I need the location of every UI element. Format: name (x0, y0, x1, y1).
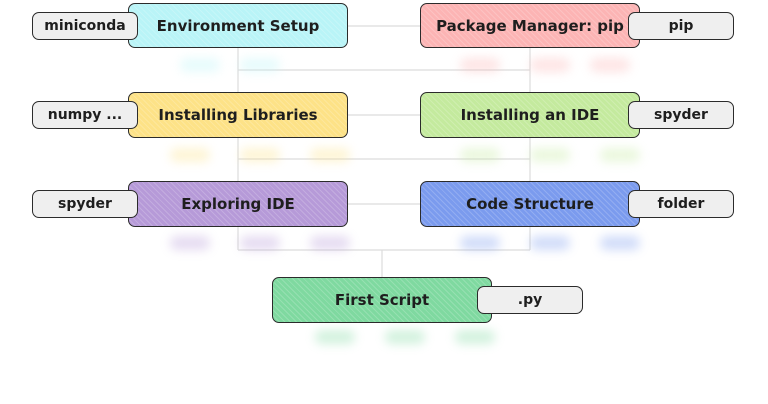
node-label: Package Manager: pip (436, 16, 624, 35)
tag-spyder[interactable]: spyder (32, 190, 138, 218)
reflection (460, 148, 500, 162)
tag-label: spyder (58, 196, 112, 212)
tag-label: spyder (654, 107, 708, 123)
node-exploring-ide[interactable]: Exploring IDE (128, 181, 348, 227)
reflection (460, 236, 500, 250)
node-label: First Script (334, 291, 430, 309)
tag-label: numpy ... (47, 107, 123, 123)
node-label: Environment Setup (156, 16, 320, 35)
reflection (240, 236, 280, 250)
reflection (240, 148, 280, 162)
tag-miniconda[interactable]: miniconda (32, 12, 138, 40)
node-label: Code Structure (466, 195, 594, 213)
reflection (180, 58, 220, 72)
node-installing-ide[interactable]: Installing an IDE (420, 92, 640, 138)
reflection (315, 330, 355, 344)
reflection (170, 236, 210, 250)
tag-numpy[interactable]: numpy ... (32, 101, 138, 129)
tag-spyder[interactable]: spyder (628, 101, 734, 129)
tag-pip[interactable]: pip (628, 12, 734, 40)
reflection (590, 58, 630, 72)
reflection (460, 58, 500, 72)
node-environment-setup[interactable]: Environment Setup (128, 3, 348, 48)
reflection (530, 58, 570, 72)
node-label: Exploring IDE (181, 195, 295, 213)
reflection (170, 148, 210, 162)
reflection (240, 58, 280, 72)
reflection (310, 236, 350, 250)
tag-folder[interactable]: folder (628, 190, 734, 218)
reflection (530, 148, 570, 162)
node-first-script[interactable]: First Script (272, 277, 492, 323)
node-label: Installing Libraries (158, 106, 318, 124)
reflection (310, 148, 350, 162)
node-installing-libraries[interactable]: Installing Libraries (128, 92, 348, 138)
reflection (385, 330, 425, 344)
reflection (455, 330, 495, 344)
node-package-manager[interactable]: Package Manager: pip (420, 3, 640, 48)
tag-label: folder (657, 196, 705, 212)
tag-label: pip (668, 18, 694, 34)
node-code-structure[interactable]: Code Structure (420, 181, 640, 227)
tag-label: .py (517, 292, 543, 308)
reflection (600, 236, 640, 250)
reflection (530, 236, 570, 250)
reflection (600, 148, 640, 162)
node-label: Installing an IDE (460, 106, 600, 124)
tag-label: miniconda (44, 18, 126, 34)
tag-py[interactable]: .py (477, 286, 583, 314)
